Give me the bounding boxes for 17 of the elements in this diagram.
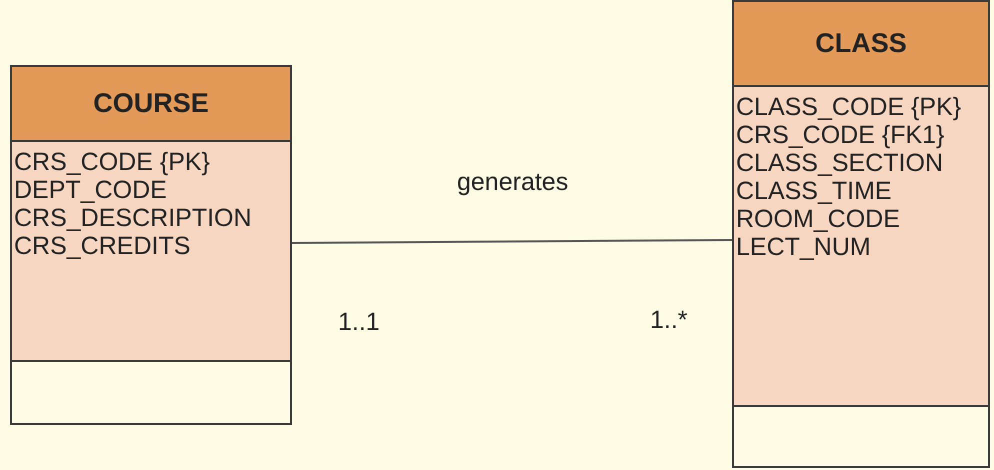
attribute-name: CLASS_SECTION	[736, 149, 944, 177]
multiplicity-label: 1..1	[338, 308, 380, 337]
attribute-name: CRS_DESCRIPTION	[14, 204, 252, 232]
association-line	[292, 239, 732, 244]
entity-name: CLASS	[815, 28, 907, 59]
attribute-name: LECT_NUM	[736, 233, 871, 261]
attribute-name: ROOM_CODE	[736, 205, 900, 233]
multiplicity-label: 1..*	[650, 306, 688, 335]
entity-name: COURSE	[93, 88, 209, 119]
entity-table	[10, 65, 292, 425]
attribute-name: CLASS_TIME	[736, 177, 892, 205]
attribute-name: DEPT_CODE	[14, 176, 167, 204]
attribute-name: CLASS_CODE {PK}	[736, 93, 962, 121]
attribute-name: CRS_CODE {PK}	[14, 148, 210, 176]
attribute-name: CRS_CODE {FK1}	[736, 121, 944, 149]
entity-table	[732, 0, 990, 468]
attribute-name: CRS_CREDITS	[14, 232, 190, 260]
